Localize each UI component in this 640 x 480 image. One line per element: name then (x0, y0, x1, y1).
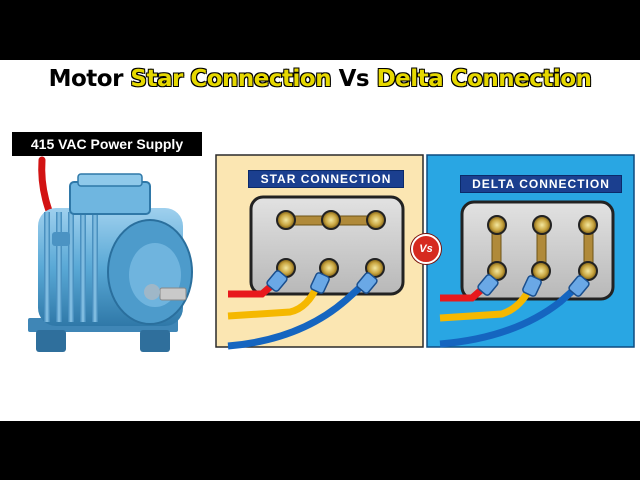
title-motor: Motor (48, 65, 131, 92)
delta-cable-blue (439, 283, 581, 348)
title-delta-connection: Delta Connection (376, 65, 592, 92)
title-star-connection: Star Connection (130, 65, 332, 92)
bottom-letterbox (0, 421, 640, 480)
star-lug-3 (356, 272, 378, 294)
delta-connection-label: DELTA CONNECTION (460, 175, 622, 193)
cooling-fins (44, 212, 98, 322)
page-title: Motor Star Connection Vs Delta Connectio… (49, 66, 592, 92)
star-connection-label: STAR CONNECTION (248, 170, 404, 188)
delta-terminal-w2 (487, 215, 507, 235)
motor-terminal-box (69, 181, 151, 215)
top-letterbox (0, 0, 640, 60)
motor-foot-right (140, 330, 170, 352)
star-connection-panel (215, 154, 424, 350)
motor-shaft (159, 287, 187, 301)
delta-lug-1 (477, 274, 499, 296)
star-lug-1 (266, 270, 288, 292)
star-terminal-v2 (366, 210, 386, 230)
delta-terminal-w1 (578, 261, 598, 281)
delta-lug-2 (522, 275, 542, 297)
cable-gland (52, 232, 70, 246)
delta-lug-3 (568, 275, 590, 297)
star-terminal-u2 (321, 210, 341, 230)
electric-motor-image (28, 156, 193, 352)
power-supply-label: 415 VAC Power Supply (12, 132, 202, 156)
delta-terminal-u2 (532, 215, 552, 235)
star-terminal-w2 (276, 210, 296, 230)
shaft-collar (144, 284, 160, 300)
star-cable-blue (227, 279, 369, 350)
title-band: Motor Star Connection Vs Delta Connectio… (0, 60, 640, 97)
vs-badge: Vs (411, 234, 441, 264)
motor-foot-left (36, 330, 66, 352)
star-lug-2 (310, 272, 330, 294)
terminal-box-lid (77, 173, 143, 187)
title-vs: Vs (331, 65, 377, 92)
delta-terminal-v2 (578, 215, 598, 235)
